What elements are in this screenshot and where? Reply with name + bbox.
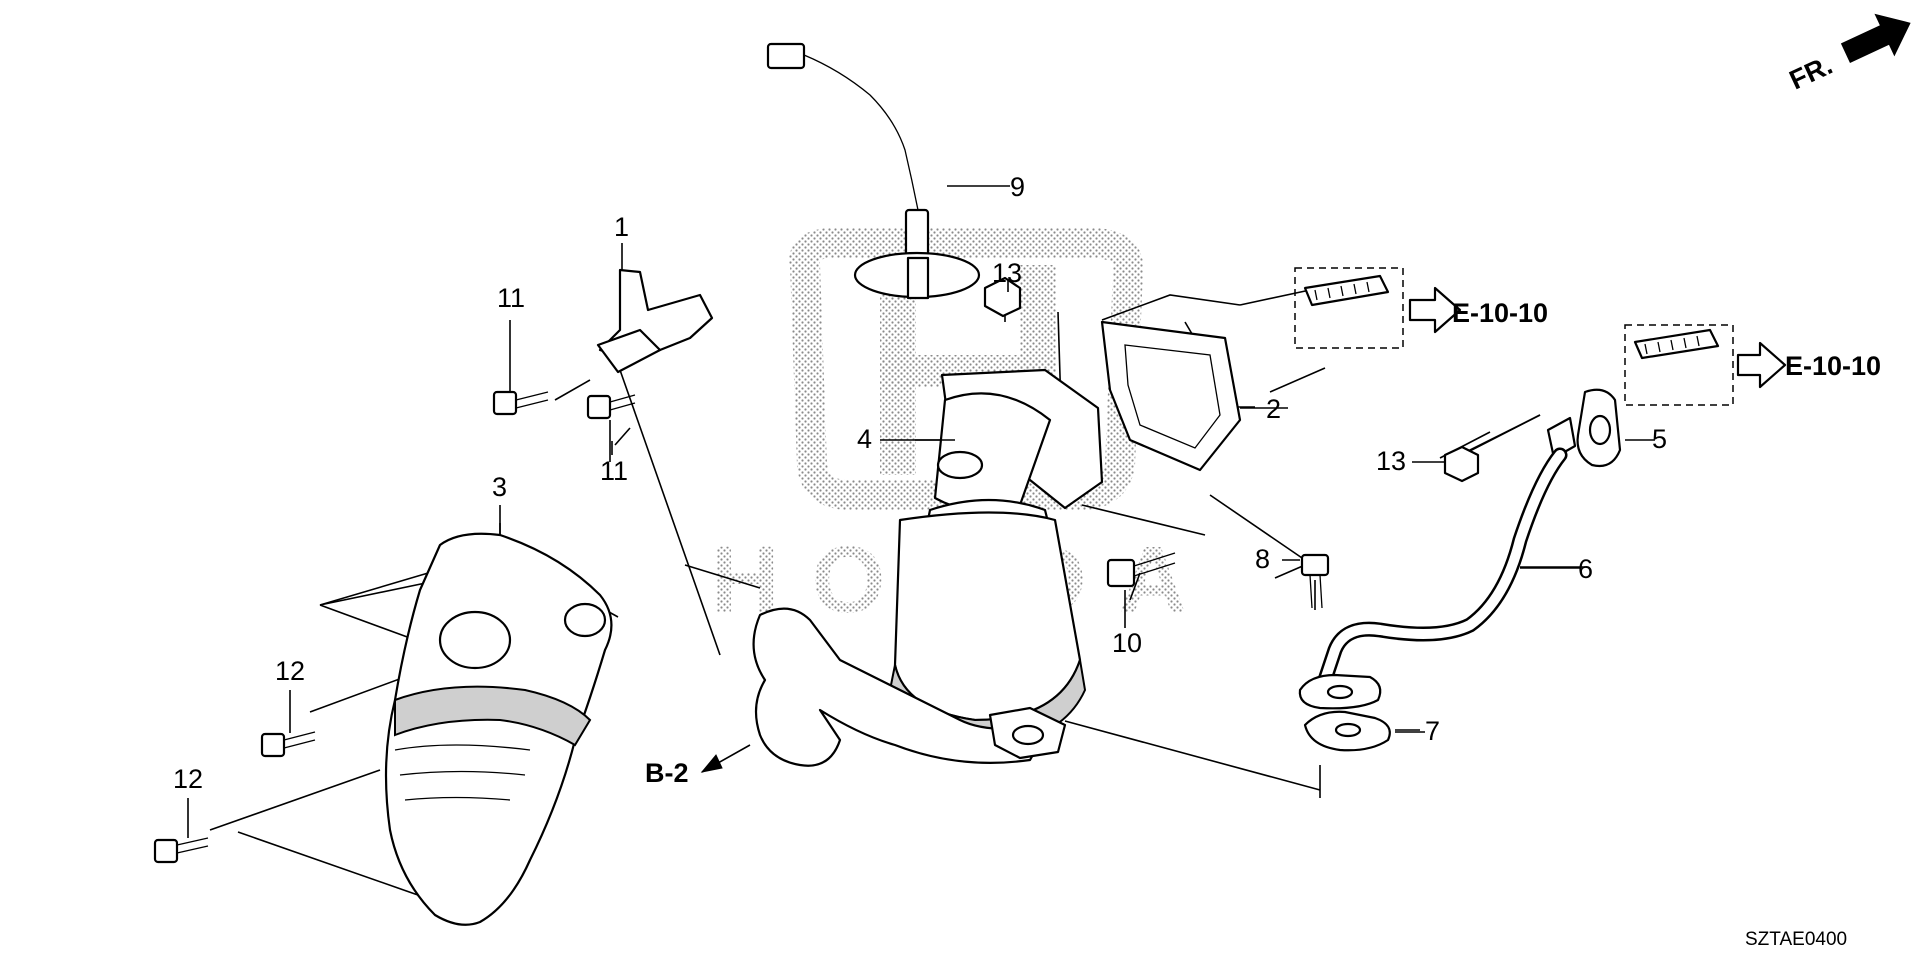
reference-b2-label[interactable]: B-2 (645, 758, 689, 788)
callout-12b: 12 (173, 764, 203, 794)
callout-13b: 13 (1376, 446, 1406, 476)
part-12-bolt-lower (153, 837, 209, 864)
part-6-pipe (1298, 416, 1577, 710)
arrow-right-icon (1736, 341, 1787, 389)
callout-4: 4 (857, 424, 872, 454)
part-4-catalytic-converter (752, 368, 1104, 767)
part-13-nut-right (1443, 445, 1480, 483)
part-5-gasket (1576, 388, 1622, 468)
part-11-bolt-upper (492, 390, 549, 416)
part-8-bolt (1300, 553, 1330, 609)
front-arrow-icon (1840, 13, 1911, 63)
part-2-gasket (1100, 320, 1242, 472)
callout-6: 6 (1578, 554, 1593, 584)
callout-9: 9 (1010, 172, 1025, 202)
reference-b2: B-2 (645, 744, 751, 788)
callout-1: 1 (614, 212, 629, 242)
reference-e-right[interactable]: E-10-10 (1785, 351, 1881, 381)
arrow-right-icon (1408, 286, 1462, 334)
arrow-left-icon (700, 754, 723, 773)
reference-e-upper[interactable]: E-10-10 (1452, 298, 1548, 328)
part-13-nut-upper (983, 276, 1022, 318)
part-12-bolt-upper (260, 731, 316, 758)
callout-11b: 11 (600, 456, 628, 486)
part-11-bolt-lower (586, 394, 636, 420)
part-7-gasket (1303, 710, 1391, 752)
callout-11a: 11 (497, 283, 525, 313)
callout-7: 7 (1425, 716, 1440, 746)
reference-box-upper: E-10-10 (1294, 267, 1548, 349)
callout-8: 8 (1255, 544, 1270, 574)
callout-2: 2 (1266, 394, 1281, 424)
callout-13a: 13 (992, 258, 1022, 288)
part-10-bolt (1106, 552, 1176, 588)
front-label: FR. (1785, 50, 1837, 96)
diagram-code: SZTAE0400 (1745, 929, 1847, 950)
part-1-bracket (596, 268, 714, 374)
callout-5: 5 (1652, 424, 1667, 454)
callout-10: 10 (1112, 628, 1142, 658)
part-9-oxygen-sensor (766, 42, 981, 300)
part-3-heat-shield (384, 532, 613, 926)
callout-numbers: 1 2 3 4 5 6 7 8 9 10 11 11 12 12 13 13 (173, 172, 1667, 794)
front-direction-indicator: FR. (1785, 13, 1911, 96)
callout-leaders (187, 280, 1655, 838)
callout-12a: 12 (275, 656, 305, 686)
reference-box-right: E-10-10 (1624, 324, 1881, 406)
callout-3: 3 (492, 472, 507, 502)
